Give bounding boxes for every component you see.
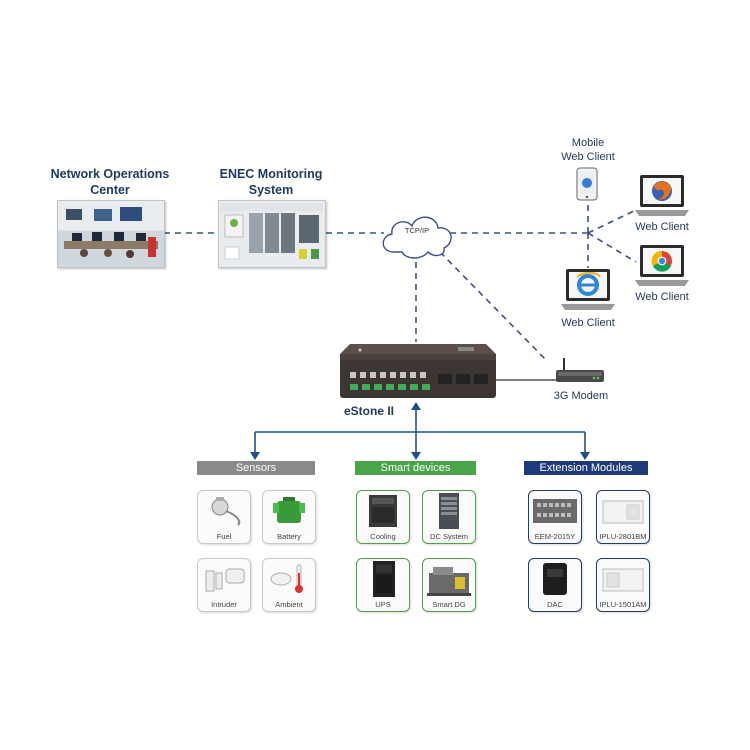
tile-dac-label: DAC: [547, 600, 563, 609]
tile-iplu-1501am-label: IPLU-1501AM: [599, 600, 647, 609]
intruder-sensor-icon: [205, 568, 245, 592]
noc-title: Network Operations Center: [40, 166, 180, 198]
tile-smart-dg-label: Smart DG: [432, 600, 466, 609]
mobile-label: Mobile Web Client: [550, 136, 626, 164]
eem-2015y-module-icon: [533, 499, 577, 523]
mobile-label-line2: Web Client: [561, 151, 615, 163]
link-cloud-modem: [439, 251, 549, 363]
dac-module-icon: [543, 563, 567, 595]
enec-title: ENEC Monitoring System: [204, 166, 338, 198]
enec-photo: [218, 200, 326, 268]
ambient-sensor-icon: [270, 564, 303, 593]
web-client-ie-label: Web Client: [561, 317, 615, 329]
web-client-chrome-label: Web Client: [635, 291, 689, 303]
tile-dc-system-label: DC System: [430, 532, 468, 541]
category-extension-modules-header: Extension Modules: [524, 461, 648, 475]
noc-room-image: [64, 207, 158, 258]
tile-battery-label: Battery: [277, 532, 301, 541]
tile-cooling: Cooling: [356, 490, 410, 544]
tile-iplu-2801bm-label: IPLU-2801BM: [599, 532, 647, 541]
smart-dg-icon: [427, 567, 471, 596]
arrow-sensors: [250, 452, 260, 460]
tile-iplu-1501am: IPLU-1501AM: [596, 558, 650, 612]
noc-title-line1: Network Operations: [50, 167, 170, 181]
arrow-smart: [411, 452, 421, 460]
tile-ambient-label: Ambient: [275, 600, 303, 609]
dc-system-icon: [439, 493, 459, 529]
arrow-extension: [580, 452, 590, 460]
estone-device-icon: [340, 344, 496, 398]
noc-photo: [57, 200, 165, 268]
laptop-firefox-icon: [635, 175, 689, 216]
tile-fuel: Fuel: [197, 490, 251, 544]
enec-title-line1: ENEC Monitoring: [219, 167, 323, 181]
tile-intruder: Intruder: [197, 558, 251, 612]
estone-label: eStone II: [343, 404, 394, 418]
laptop-chrome-icon: [635, 245, 689, 286]
category-smart-devices-header: Smart devices: [355, 461, 476, 475]
modem-label: 3G Modem: [553, 390, 609, 402]
link-hub-firefox: [587, 209, 637, 234]
tile-dc-system: DC System: [422, 490, 476, 544]
noc-title-line2: Center: [90, 183, 130, 197]
iplu-2801bm-module-icon: [602, 500, 644, 524]
tile-ups: UPS: [356, 558, 410, 612]
tile-dac: DAC: [528, 558, 582, 612]
ups-icon: [373, 561, 395, 597]
tile-ambient: Ambient: [262, 558, 316, 612]
link-hub-chrome: [587, 232, 637, 263]
web-client-firefox-label: Web Client: [635, 221, 689, 233]
tile-ups-label: UPS: [375, 600, 391, 609]
tile-battery: Battery: [262, 490, 316, 544]
enec-title-line2: System: [248, 183, 294, 197]
category-sensors-header: Sensors: [197, 461, 315, 475]
mobile-label-line1: Mobile: [571, 137, 605, 149]
tile-eem-2015y: EEM-2015Y: [528, 490, 582, 544]
cloud-label: TCP/IP: [404, 226, 430, 235]
cooling-unit-icon: [369, 495, 397, 527]
enec-dashboard-image: [221, 203, 323, 260]
mobile-phone-icon: [576, 167, 598, 201]
tile-iplu-2801bm: IPLU-2801BM: [596, 490, 650, 544]
tile-smart-dg: Smart DG: [422, 558, 476, 612]
iplu-1501am-module-icon: [602, 568, 644, 592]
battery-sensor-icon: [273, 497, 305, 523]
tile-eem-2015y-label: EEM-2015Y: [534, 532, 576, 541]
tile-cooling-label: Cooling: [370, 532, 396, 541]
arrow-up-estone: [411, 402, 421, 410]
tile-fuel-label: Fuel: [216, 532, 232, 541]
modem-icon: [556, 358, 604, 382]
tcp-ip-cloud-icon: [382, 216, 452, 259]
fuel-sensor-icon: [211, 497, 241, 526]
laptop-ie-icon: [561, 269, 615, 310]
tile-intruder-label: Intruder: [211, 600, 237, 609]
